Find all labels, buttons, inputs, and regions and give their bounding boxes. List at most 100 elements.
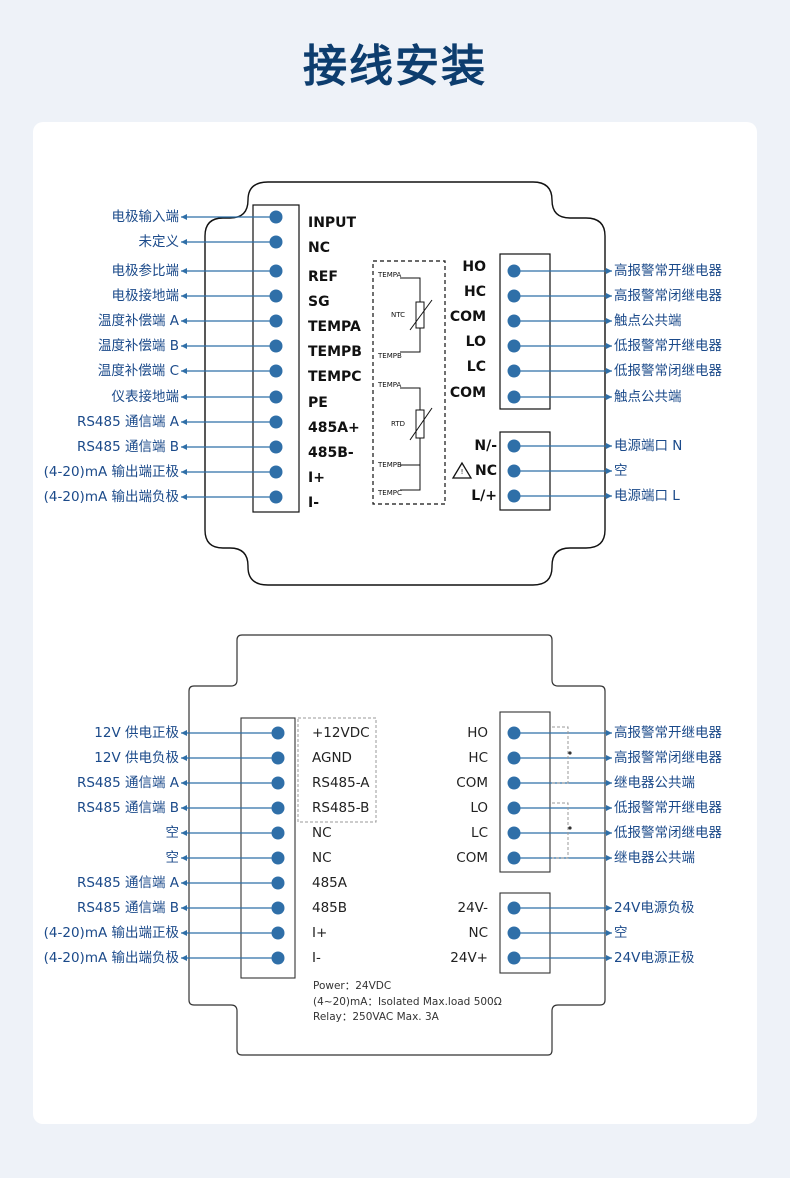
- leader-arrow: [606, 755, 612, 761]
- relay-link: [552, 726, 569, 784]
- power-terminal-name: L/+: [471, 488, 497, 504]
- thermistor-rtd: [415, 409, 425, 439]
- relay-label: 触点公共端: [614, 389, 682, 405]
- terminal-label: 空: [166, 825, 180, 841]
- relay-terminal-name: HO: [467, 725, 488, 741]
- sensor-wire: [400, 387, 421, 410]
- relay-terminal-name: COM: [456, 850, 488, 866]
- terminal-dot: [507, 776, 521, 790]
- sensor-wire: [400, 328, 421, 353]
- leader-arrow: [181, 268, 187, 274]
- leader-arrow: [181, 368, 187, 374]
- sensor-label: NTC: [391, 311, 405, 319]
- leader-arrow: [606, 830, 612, 836]
- terminal-dot: [507, 826, 521, 840]
- leader-arrow: [181, 444, 187, 450]
- terminal-name: 485A: [312, 875, 348, 891]
- terminal-name: RS485-A: [312, 775, 370, 791]
- page-title: 接线安装: [303, 41, 487, 92]
- terminal-label: 仪表接地端: [112, 388, 180, 405]
- leader-arrow: [606, 855, 612, 861]
- leader-arrow: [606, 730, 612, 736]
- sensor-label: RTD: [391, 420, 405, 428]
- leader-arrow: [181, 343, 187, 349]
- relay-terminal-name: HC: [468, 750, 488, 766]
- warning-icon: [451, 461, 473, 479]
- relay-terminal-name: LO: [466, 334, 486, 350]
- terminal-label: 温度补偿端 B: [98, 338, 179, 354]
- terminal-name: REF: [308, 269, 338, 285]
- terminal-dot: [507, 801, 521, 815]
- relay-terminal-name: LC: [467, 359, 486, 375]
- terminal-dot: [269, 364, 283, 378]
- leader-arrow: [181, 905, 187, 911]
- terminal-dot: [271, 926, 285, 940]
- leader-arrow: [606, 318, 612, 324]
- leader-arrow: [606, 443, 612, 449]
- terminal-dot: [271, 776, 285, 790]
- sensor-label: TEMPB: [377, 352, 402, 360]
- relay-terminal-name: COM: [450, 309, 486, 325]
- terminal-dot: [271, 726, 285, 740]
- rs485-dashed-box: [297, 717, 377, 823]
- terminal-dot: [269, 465, 283, 479]
- sensor-wire: [400, 277, 421, 302]
- terminal-name: NC: [312, 825, 332, 841]
- leader-arrow: [606, 780, 612, 786]
- relay-label: 高报警常开继电器: [614, 262, 722, 279]
- terminal-name: AGND: [312, 750, 352, 766]
- terminal-name: I-: [308, 495, 319, 511]
- leader-arrow: [606, 905, 612, 911]
- terminal-dot: [507, 390, 521, 404]
- terminal-dot: [507, 439, 521, 453]
- terminal-dot: [507, 851, 521, 865]
- terminal-dot: [271, 801, 285, 815]
- terminal-dot: [269, 314, 283, 328]
- relay-label: 触点公共端: [614, 313, 682, 329]
- terminal-dot: [507, 751, 521, 765]
- spec-note: Power：24VDC: [313, 980, 391, 992]
- terminal-label: 未定义: [139, 234, 180, 250]
- diagram-card: [33, 122, 757, 1124]
- terminal-dot: [269, 289, 283, 303]
- leader-arrow: [181, 830, 187, 836]
- relay-label: 高报警常开继电器: [614, 724, 722, 741]
- thermistor-ntc: [415, 301, 425, 329]
- terminal-name: I+: [308, 470, 325, 486]
- terminal-block-relay: [499, 253, 551, 410]
- sensor-label: TEMPA: [377, 381, 402, 389]
- sensor-label: TEMPA: [377, 271, 402, 279]
- terminal-dot: [507, 489, 521, 503]
- terminal-name: INPUT: [308, 215, 357, 231]
- terminal-name: RS485-B: [312, 800, 369, 816]
- leader-arrow: [181, 293, 187, 299]
- terminal-dot: [269, 390, 283, 404]
- relay-link: [552, 802, 569, 859]
- leader-arrow: [181, 755, 187, 761]
- terminal-dot: [269, 415, 283, 429]
- power-label: 空: [614, 463, 628, 479]
- leader-arrow: [606, 805, 612, 811]
- thermistor-arrow: [409, 299, 433, 331]
- relay-terminal-name: HO: [462, 259, 486, 275]
- leader-arrow: [606, 493, 612, 499]
- relay-terminal-name: COM: [456, 775, 488, 791]
- leader-arrow: [181, 239, 187, 245]
- leader-arrow: [181, 805, 187, 811]
- terminal-label: RS485 通信端 B: [77, 439, 179, 455]
- terminal-dot: [271, 901, 285, 915]
- terminal-label: (4-20)mA 输出端正极: [44, 925, 180, 941]
- relay-terminal-name: HC: [464, 284, 486, 300]
- power-label: 电源端口 N: [614, 438, 682, 454]
- terminal-dot: [271, 751, 285, 765]
- terminal-dot: [507, 339, 521, 353]
- terminal-name: 485A+: [308, 420, 360, 436]
- terminal-dot: [271, 826, 285, 840]
- terminal-label: (4-20)mA 输出端负极: [44, 489, 180, 505]
- terminal-dot: [269, 264, 283, 278]
- power-label: 空: [614, 925, 628, 941]
- power-label: 电源端口 L: [614, 488, 680, 504]
- power-terminal-name: 24V+: [450, 950, 488, 966]
- terminal-label: 电极接地端: [112, 287, 180, 304]
- leader-arrow: [181, 214, 187, 220]
